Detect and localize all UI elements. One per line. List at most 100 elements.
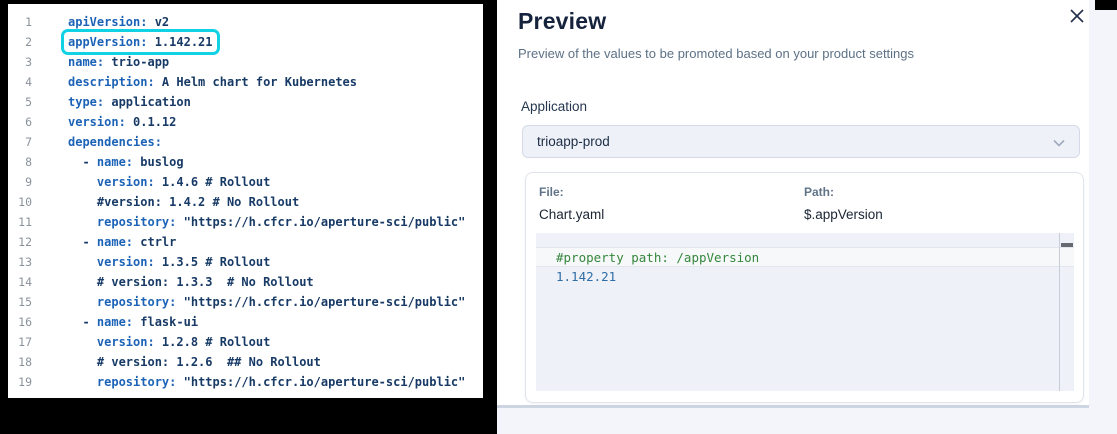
close-button[interactable] — [1065, 4, 1089, 28]
line-content: repository: "https://h.cfcr.io/aperture-… — [68, 372, 465, 392]
editor-code-line[interactable]: 16 - name: flask-ui — [8, 312, 483, 332]
yaml-key: version: — [68, 115, 126, 129]
line-content: apiVersion: v2 — [68, 12, 169, 32]
line-content: #version: 1.4.2 # No Rollout — [68, 192, 299, 212]
line-number: 5 — [25, 95, 32, 109]
line-number: 19 — [18, 375, 32, 389]
line-content: repository: "https://h.cfcr.io/aperture-… — [68, 292, 465, 312]
yaml-key: name: — [96, 315, 134, 329]
chevron-down-icon — [1053, 139, 1065, 147]
yaml-key: version: — [96, 255, 155, 269]
yaml-key: repository: — [96, 215, 177, 229]
line-content: - name: flask-ui — [68, 312, 198, 332]
editor-code-line[interactable]: 9 version: 1.4.6 # Rollout — [8, 172, 483, 192]
yaml-key: repository: — [96, 375, 177, 389]
line-content: version: 1.4.6 # Rollout — [68, 172, 270, 192]
yaml-text: 1.4.6 # Rollout — [154, 175, 271, 189]
yaml-text: "https://h.cfcr.io/aperture-sci/public" — [176, 215, 466, 229]
yaml-key: name: — [96, 155, 134, 169]
file-column: File: Chart.yaml — [539, 185, 804, 222]
close-icon — [1070, 9, 1084, 23]
editor-code-line[interactable]: 10 #version: 1.4.2 # No Rollout — [8, 192, 483, 212]
editor-code-line[interactable]: 13 version: 1.3.5 # Rollout — [8, 252, 483, 272]
yaml-text: # version: 1.2.6 ## No Rollout — [68, 355, 321, 369]
editor-code-line[interactable]: 8 - name: buslog — [8, 152, 483, 172]
line-content: appVersion: 1.142.21 — [68, 32, 217, 52]
line-content: name: trio-app — [68, 52, 169, 72]
line-content: dependencies: — [68, 132, 162, 152]
yaml-key: appVersion: — [68, 35, 148, 49]
line-number: 4 — [25, 75, 32, 89]
yaml-text: flask-ui — [133, 315, 199, 329]
yaml-text: v2 — [147, 15, 170, 29]
yaml-text: - — [68, 155, 97, 169]
yaml-text — [68, 175, 97, 189]
line-content: description: A Helm chart for Kubernetes — [68, 72, 357, 92]
line-number: 6 — [25, 115, 32, 129]
application-select-value: trioapp-prod — [537, 134, 610, 149]
line-content: # version: 1.3.3 # No Rollout — [68, 272, 314, 292]
editor-code-line[interactable]: 11 repository: "https://h.cfcr.io/apertu… — [8, 212, 483, 232]
editor-code-line[interactable]: 19 repository: "https://h.cfcr.io/apertu… — [8, 372, 483, 392]
editor-code-line[interactable]: 17 version: 1.2.8 # Rollout — [8, 332, 483, 352]
line-number: 12 — [18, 235, 32, 249]
line-number: 18 — [18, 355, 32, 369]
editor-code-line[interactable]: 6 version: 0.1.12 — [8, 112, 483, 132]
yaml-text: 1.2.8 # Rollout — [154, 335, 271, 349]
yaml-text: "https://h.cfcr.io/aperture-sci/public" — [176, 375, 466, 389]
modal-title: Preview — [518, 8, 607, 34]
yaml-key: name: — [68, 55, 105, 69]
yaml-text: - — [68, 235, 97, 249]
yaml-text: trio-app — [104, 55, 170, 69]
editor-code-line[interactable]: 18 # version: 1.2.6 ## No Rollout — [8, 352, 483, 372]
line-number: 16 — [18, 315, 32, 329]
preview-code-line: #property path: /appVersion — [536, 247, 1074, 267]
editor-code-line[interactable]: 15 repository: "https://h.cfcr.io/apertu… — [8, 292, 483, 312]
file-value: Chart.yaml — [539, 207, 605, 222]
yaml-text: 1.142.21 — [147, 35, 213, 49]
line-number: 15 — [18, 295, 32, 309]
yaml-text: ctrlr — [133, 235, 177, 249]
yaml-key: description: — [68, 75, 155, 89]
line-content: # version: 1.2.6 ## No Rollout — [68, 352, 321, 372]
yaml-text: #version: 1.4.2 # No Rollout — [68, 195, 300, 209]
yaml-text: 0.1.12 — [125, 115, 177, 129]
line-content: - name: ctrlr — [68, 232, 176, 252]
yaml-text: 1.3.5 # Rollout — [154, 255, 271, 269]
yaml-text: # version: 1.3.3 # No Rollout — [68, 275, 314, 289]
yaml-text — [68, 295, 97, 309]
application-label: Application — [521, 99, 588, 114]
line-number: 9 — [25, 175, 32, 189]
appversion-highlight-box: appVersion: 1.142.21 — [64, 32, 217, 52]
path-value: $.appVersion — [804, 207, 883, 222]
line-number: 10 — [18, 195, 32, 209]
file-label: File: — [539, 185, 564, 199]
yaml-key: apiVersion: — [68, 15, 148, 29]
line-number: 8 — [25, 155, 32, 169]
promotion-preview-card: File: Chart.yaml Path: $.appVersion #pro… — [525, 172, 1084, 403]
editor-code-line[interactable]: 4 description: A Helm chart for Kubernete… — [8, 72, 483, 92]
editor-code-line[interactable]: 12 - name: ctrlr — [8, 232, 483, 252]
line-number: 17 — [18, 335, 32, 349]
line-content: version: 1.3.5 # Rollout — [68, 252, 270, 272]
application-select[interactable]: trioapp-prod — [522, 125, 1080, 158]
black-corner-frame — [1095, 0, 1117, 10]
yaml-key: dependencies: — [68, 135, 162, 149]
yaml-text: A Helm chart for Kubernetes — [154, 75, 357, 89]
file-path-meta: File: Chart.yaml Path: $.appVersion — [539, 185, 1070, 222]
yaml-text: - — [68, 315, 97, 329]
line-content: repository: "https://h.cfcr.io/aperture-… — [68, 212, 465, 232]
yaml-text — [68, 375, 97, 389]
scrollbar[interactable] — [1059, 233, 1074, 391]
scrollbar-thumb[interactable] — [1061, 243, 1073, 247]
editor-code-line[interactable]: 14 # version: 1.3.3 # No Rollout — [8, 272, 483, 292]
line-content: version: 1.2.8 # Rollout — [68, 332, 270, 352]
